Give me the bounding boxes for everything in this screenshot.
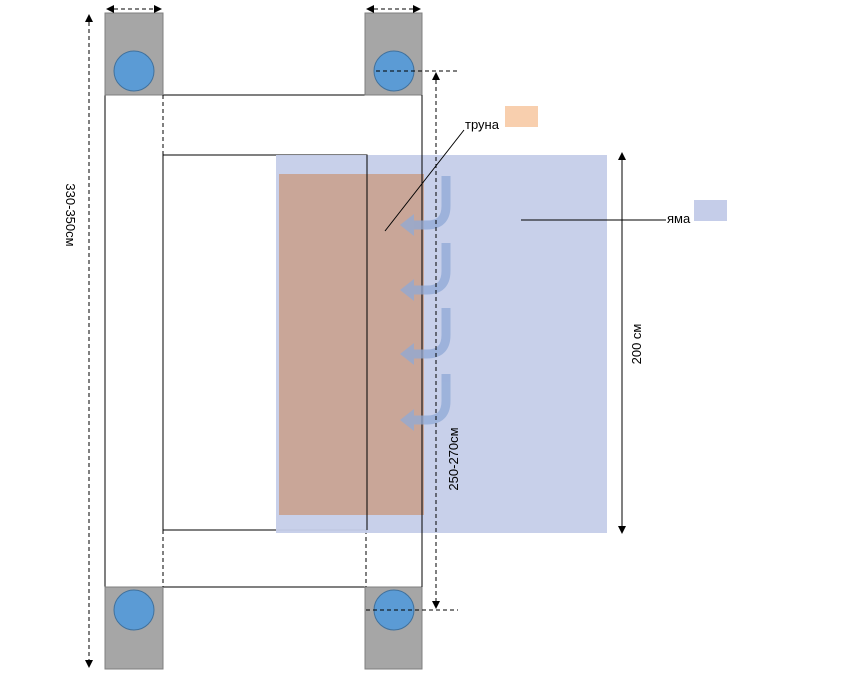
curved-arrow-1 [414, 176, 451, 230]
arrow-head-4 [400, 409, 414, 431]
dim-inner-label: 250-270см [446, 427, 461, 490]
pit-label: яма [667, 211, 691, 226]
post-circle-top-left [113, 50, 155, 92]
coffin-callout-line [384, 129, 465, 232]
dim-total-label: 330-350см [63, 183, 78, 246]
arrow-head-2 [400, 279, 414, 301]
coffin-legend-swatch [505, 106, 538, 127]
coffin-label: труна [465, 117, 500, 132]
lowering-arrows [414, 176, 451, 425]
post-circle-bottom-left [113, 589, 155, 631]
arrow-head-1 [400, 214, 414, 236]
curved-arrow-3 [414, 308, 451, 359]
arrow-heads [400, 214, 414, 431]
arrow-head-3 [400, 343, 414, 365]
curved-arrow-2 [414, 243, 451, 295]
curved-arrow-4 [414, 374, 451, 425]
coffin [279, 174, 424, 515]
pit-legend-swatch [694, 200, 727, 221]
dim-pit-label: 200 см [629, 324, 644, 365]
